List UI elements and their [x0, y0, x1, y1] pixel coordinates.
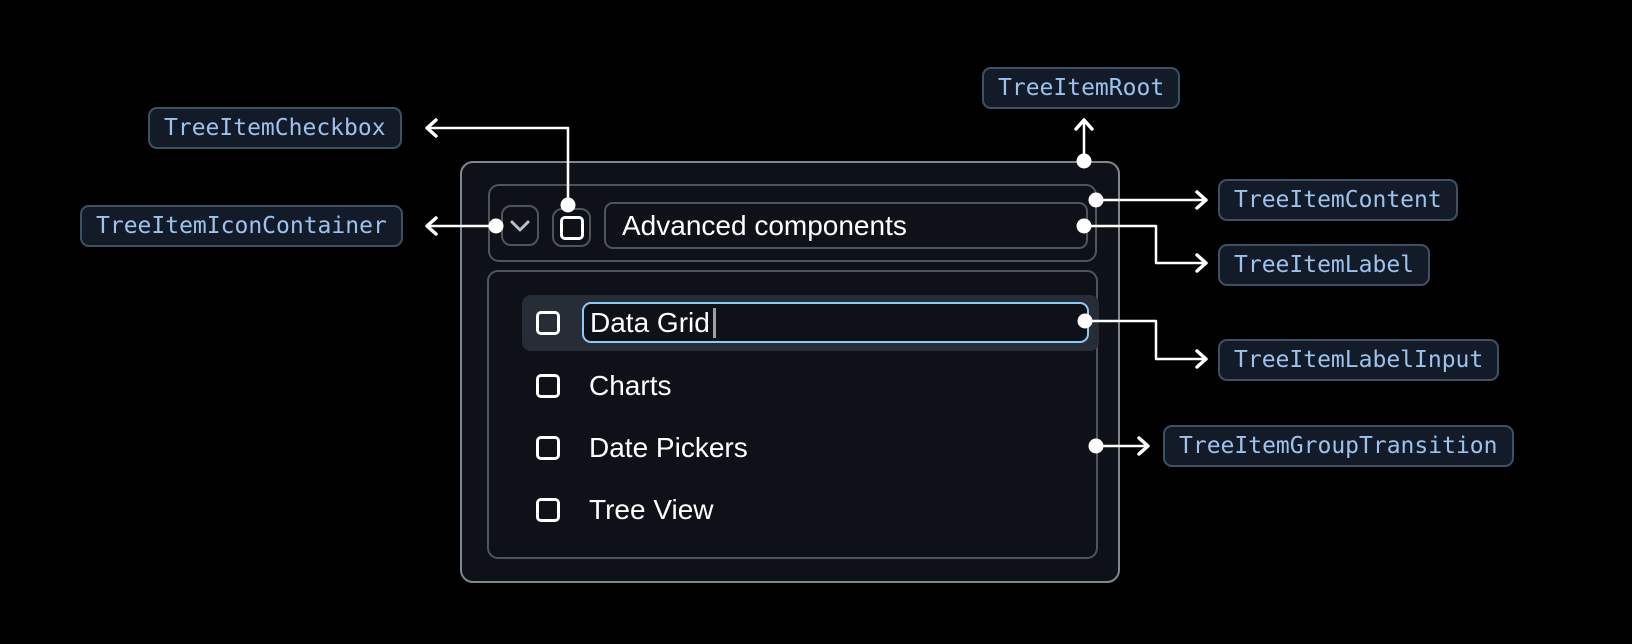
- tree-item-label-text: Advanced components: [622, 210, 907, 241]
- chevron-down-icon: [509, 219, 531, 233]
- label-input-value: Data Grid: [590, 306, 710, 338]
- tree-item-icon-container[interactable]: [501, 205, 539, 246]
- tree-item-label-text: Charts: [589, 370, 672, 401]
- badge-tree-item-root: TreeItemRoot: [982, 67, 1181, 109]
- tree-item-row[interactable]: Tree View: [522, 482, 1099, 538]
- connector-root-arrowhead: [1074, 118, 1094, 131]
- checkbox-unchecked-icon[interactable]: [536, 436, 560, 460]
- checkbox-unchecked-icon: [559, 215, 584, 240]
- connector-labelinput-arrowhead: [1195, 349, 1208, 369]
- tree-item-label[interactable]: Advanced components: [604, 202, 1088, 249]
- connector-iconcontainer-arrowhead: [425, 216, 438, 236]
- checkbox-unchecked-icon[interactable]: [536, 311, 560, 335]
- text-caret: [712, 307, 716, 338]
- badge-tree-item-label: TreeItemLabel: [1218, 244, 1431, 286]
- checkbox-unchecked-icon[interactable]: [536, 374, 560, 398]
- tree-item-row-editing[interactable]: Data Grid: [522, 295, 1099, 351]
- tree-item-row[interactable]: Date Pickers: [522, 420, 1099, 476]
- connector-label-arrowhead: [1195, 253, 1208, 273]
- tree-item-row[interactable]: Charts: [522, 358, 1099, 414]
- tree-item-label-input[interactable]: Data Grid: [582, 302, 1089, 343]
- badge-tree-item-icon-container: TreeItemIconContainer: [80, 205, 403, 247]
- badge-tree-item-checkbox: TreeItemCheckbox: [148, 107, 402, 149]
- badge-tree-item-label-input: TreeItemLabelInput: [1218, 339, 1500, 381]
- tree-item-root: Advanced components Data Grid Charts Dat…: [460, 161, 1120, 583]
- tree-item-label-text: Tree View: [589, 494, 714, 525]
- tree-item-checkbox[interactable]: [552, 208, 591, 247]
- connector-checkbox-arrowhead: [425, 118, 438, 138]
- connector-content-arrowhead: [1195, 190, 1208, 210]
- tree-item-label-text: Date Pickers: [589, 432, 748, 463]
- tree-item-content[interactable]: Advanced components: [488, 184, 1097, 262]
- badge-tree-item-group-transition: TreeItemGroupTransition: [1163, 425, 1514, 467]
- tree-item-group-transition: Data Grid Charts Date Pickers Tree View: [487, 270, 1099, 559]
- connector-grouptransition-arrowhead: [1137, 436, 1150, 456]
- checkbox-unchecked-icon[interactable]: [536, 498, 560, 522]
- badge-tree-item-content: TreeItemContent: [1218, 179, 1458, 221]
